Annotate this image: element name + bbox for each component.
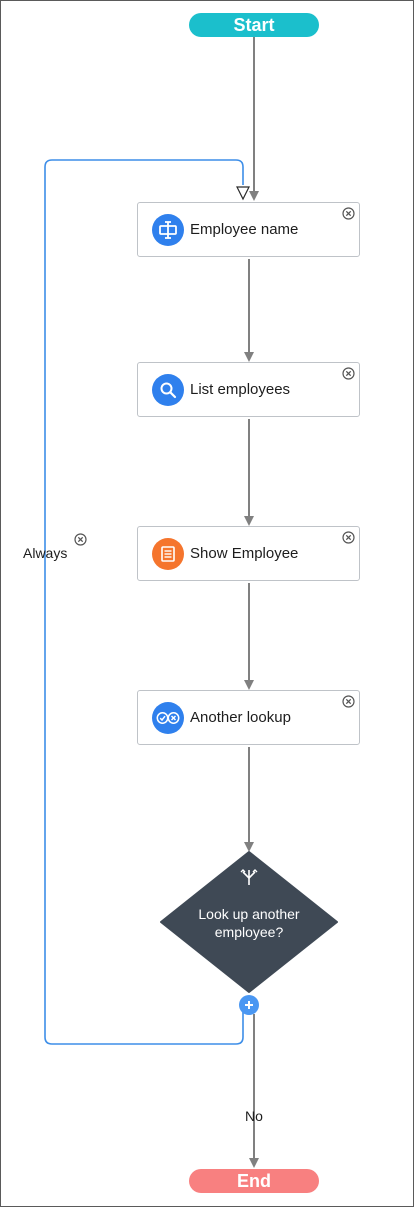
decision-label[interactable]: Look up another employee? bbox=[198, 906, 300, 940]
document-icon bbox=[152, 538, 184, 570]
step-label: List employees bbox=[190, 381, 291, 398]
loop-connector-always bbox=[44, 159, 244, 1045]
end-node[interactable]: End bbox=[189, 1169, 319, 1193]
remove-edge-icon[interactable] bbox=[74, 533, 87, 546]
remove-step-icon[interactable] bbox=[342, 695, 355, 708]
step-label: Employee name bbox=[190, 221, 299, 238]
remove-step-icon[interactable] bbox=[342, 531, 355, 544]
add-step-button[interactable] bbox=[239, 995, 259, 1015]
branch-icon bbox=[239, 867, 259, 887]
step-employee-name[interactable]: Employee name bbox=[137, 202, 360, 257]
start-node[interactable]: Start bbox=[189, 13, 319, 37]
step-label: Another lookup bbox=[190, 709, 291, 726]
loop-arrowhead bbox=[236, 186, 250, 201]
decision-diamond bbox=[160, 851, 338, 993]
step-list-employees[interactable]: List employees bbox=[137, 362, 360, 417]
edge-label-always: Always bbox=[23, 545, 68, 561]
remove-step-icon[interactable] bbox=[342, 367, 355, 380]
search-icon bbox=[152, 374, 184, 406]
remove-step-icon[interactable] bbox=[342, 207, 355, 220]
check-cross-icon bbox=[152, 702, 184, 734]
plus-icon bbox=[245, 1001, 253, 1009]
step-show-employee[interactable]: Show Employee bbox=[137, 526, 360, 581]
step-label: Show Employee bbox=[190, 545, 299, 562]
form-field-icon bbox=[152, 214, 184, 246]
edge-label-no: No bbox=[245, 1108, 263, 1124]
step-another-lookup[interactable]: Another lookup bbox=[137, 690, 360, 745]
